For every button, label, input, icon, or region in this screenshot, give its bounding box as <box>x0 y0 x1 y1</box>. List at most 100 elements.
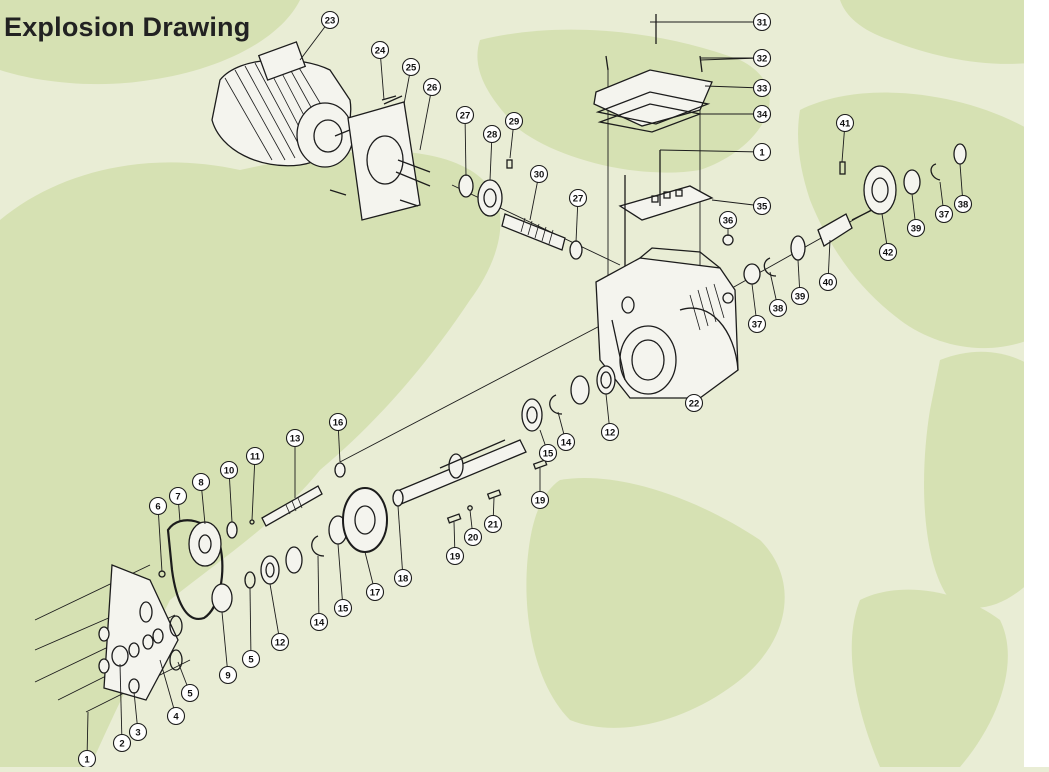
callout-number: 35 <box>757 202 768 213</box>
callout-circle <box>482 124 502 144</box>
callout-circle <box>752 12 772 32</box>
motor-part-23 <box>211 41 363 168</box>
callout-number: 29 <box>509 117 520 128</box>
callout-number: 6 <box>155 502 160 513</box>
callout-leader-line <box>119 663 123 744</box>
callout-circle <box>285 428 305 448</box>
callout-number: 12 <box>605 428 616 439</box>
callout-number: 23 <box>325 16 336 27</box>
callout-number: 1 <box>84 755 90 766</box>
callout-39: 39 <box>790 259 810 306</box>
callout-number: 36 <box>723 216 734 227</box>
callout-39: 39 <box>906 193 926 238</box>
callout-26: 26 <box>419 77 442 151</box>
part-callouts: 1234556789101112121314141515161718191920… <box>77 10 973 769</box>
callout-18: 18 <box>393 505 413 588</box>
callout-number: 4 <box>173 712 179 723</box>
gearbox-housing-part-22 <box>595 247 739 399</box>
callout-36: 36 <box>718 210 738 236</box>
callout-7: 7 <box>168 486 188 523</box>
callout-6: 6 <box>148 496 168 573</box>
callout-circle <box>320 10 340 30</box>
callout-circle <box>455 105 475 125</box>
callout-32: 32 <box>700 48 772 68</box>
callout-circle <box>835 113 855 133</box>
callout-leader-line <box>251 455 256 521</box>
callout-20: 20 <box>463 509 483 547</box>
callout-5: 5 <box>177 661 200 703</box>
callout-22: 22 <box>684 393 704 413</box>
callout-number: 10 <box>224 466 235 477</box>
callout-circle <box>219 460 239 480</box>
callout-circle <box>504 111 524 131</box>
callout-circle <box>752 48 772 68</box>
callout-circle <box>752 196 772 216</box>
callout-circle <box>333 598 353 618</box>
callout-circle <box>422 77 442 97</box>
callout-circle <box>168 486 188 506</box>
callout-number: 1 <box>759 148 765 159</box>
callout-number: 14 <box>314 618 325 629</box>
callout-23: 23 <box>299 10 340 61</box>
callout-circle <box>752 104 772 124</box>
callout-number: 34 <box>757 110 768 121</box>
callout-circle <box>445 546 465 566</box>
callout-circle <box>166 706 186 726</box>
callout-number: 16 <box>333 418 344 429</box>
callout-1: 1 <box>77 711 97 769</box>
callout-number: 9 <box>225 671 230 682</box>
callout-35: 35 <box>711 196 772 216</box>
callout-14: 14 <box>309 555 329 632</box>
callout-circle <box>684 393 704 413</box>
callout-number: 27 <box>460 111 471 122</box>
callout-circle <box>718 210 738 230</box>
callout-15: 15 <box>538 429 558 463</box>
callout-leader-line <box>269 583 281 643</box>
callout-circle <box>393 568 413 588</box>
callout-number: 32 <box>757 54 768 65</box>
callout-9: 9 <box>218 611 238 685</box>
callout-circle <box>878 242 898 262</box>
callout-number: 38 <box>773 304 784 315</box>
callout-number: 18 <box>398 574 409 585</box>
callout-leader-line <box>464 114 467 177</box>
callout-leader-line <box>704 85 763 89</box>
callout-circle <box>529 164 549 184</box>
callout-leader-line <box>317 555 320 623</box>
callout-25: 25 <box>401 57 421 105</box>
callout-circle <box>365 582 385 602</box>
callout-number: 22 <box>689 399 700 410</box>
callout-number: 8 <box>198 478 203 489</box>
callout-5: 5 <box>241 587 261 669</box>
parts-linework <box>34 14 967 713</box>
callout-number: 27 <box>573 194 584 205</box>
callout-28: 28 <box>482 124 502 181</box>
callout-10: 10 <box>219 460 239 523</box>
callout-14: 14 <box>556 411 576 452</box>
callout-circle <box>483 514 503 534</box>
callout-41: 41 <box>835 113 855 163</box>
callout-circle <box>752 142 772 162</box>
callout-circle <box>270 632 290 652</box>
callout-circle <box>530 490 550 510</box>
callout-number: 21 <box>488 520 499 531</box>
callout-number: 39 <box>795 292 806 303</box>
callout-circle <box>556 432 576 452</box>
callout-19: 19 <box>445 521 465 566</box>
callout-number: 19 <box>535 496 546 507</box>
callout-number: 15 <box>543 449 554 460</box>
callout-leader-line <box>221 611 229 676</box>
callout-number: 17 <box>370 588 381 599</box>
callout-21: 21 <box>483 497 503 534</box>
callout-12: 12 <box>269 583 290 652</box>
callout-circle <box>218 665 238 685</box>
callout-circle <box>818 272 838 292</box>
callout-37: 37 <box>934 181 954 224</box>
callout-number: 5 <box>248 655 254 666</box>
callout-12: 12 <box>600 393 620 442</box>
callout-circle <box>538 443 558 463</box>
callout-33: 33 <box>704 78 772 98</box>
callout-number: 37 <box>752 320 763 331</box>
callout-number: 12 <box>275 638 286 649</box>
